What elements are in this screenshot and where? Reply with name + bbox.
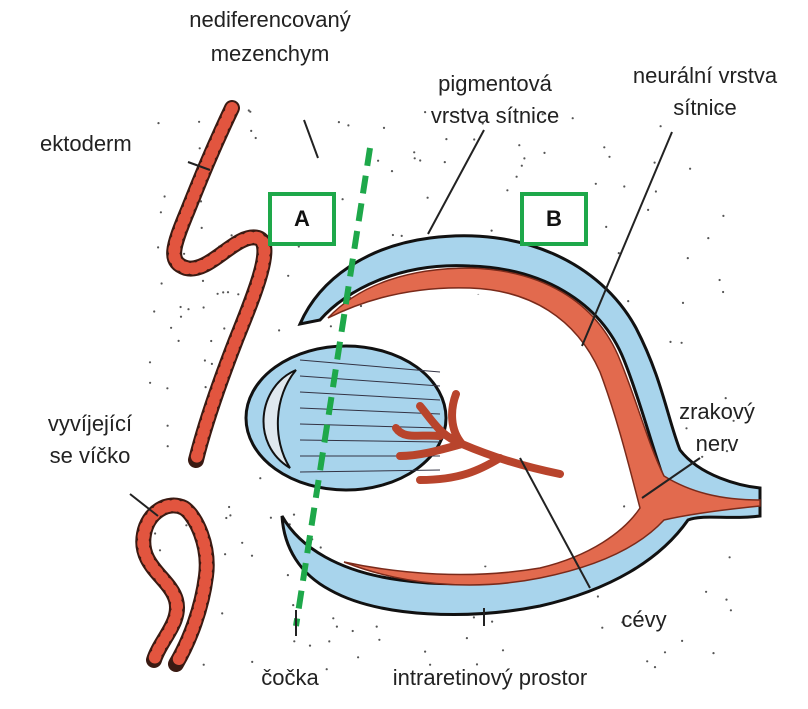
label-pigment-line2: vrstva sítnice: [400, 102, 590, 130]
label-vessels: cévy: [604, 606, 684, 634]
label-neural-line2: sítnice: [610, 94, 800, 122]
box-a: A: [268, 192, 336, 246]
label-ectoderm: ektoderm: [40, 130, 132, 158]
label-mesenchyme-line1: nediferencovaný: [170, 6, 370, 34]
label-optic-nerve-line1: zrakový: [652, 398, 782, 426]
label-optic-nerve-line2: nerv: [652, 430, 782, 458]
label-lens: čočka: [240, 664, 340, 692]
label-intraretinal-space: intraretinový prostor: [360, 664, 620, 692]
box-b: B: [520, 192, 588, 246]
label-mesenchyme-line2: mezenchym: [170, 40, 370, 68]
label-neural-line1: neurální vrstva: [610, 62, 800, 90]
label-pigment-line1: pigmentová: [400, 70, 590, 98]
label-eyelid-line1: vyvíjející: [20, 410, 160, 438]
label-eyelid-line2: se víčko: [20, 442, 160, 470]
lens: [246, 346, 446, 490]
